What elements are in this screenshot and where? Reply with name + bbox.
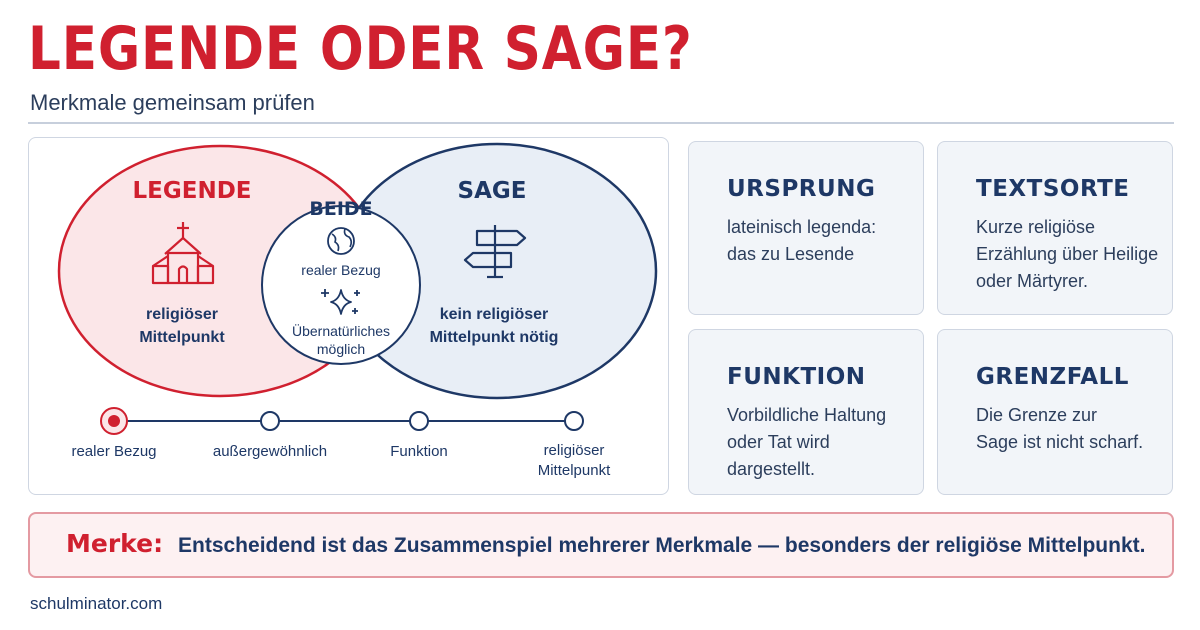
legende-text: religiöser Mittelpunkt <box>139 306 225 346</box>
scale-label: außergewöhnlich <box>212 443 328 460</box>
footer-site: schulminator.com <box>30 594 163 613</box>
merke-box: Merke: Entscheidend ist das Zusammenspie… <box>28 512 1174 578</box>
beide-circle <box>261 205 421 365</box>
legende-title: LEGENDE <box>132 178 252 204</box>
card-grenzfall: GRENZFALL Die Grenze zur Sage ist nicht … <box>937 329 1173 495</box>
sparkles-icon <box>321 289 360 315</box>
card-title: FUNKTION <box>727 364 866 390</box>
card-text: lateinisch legenda: das zu Lesende <box>727 217 877 264</box>
card-text: Die Grenze zur Sage ist nicht scharf. <box>976 405 1144 452</box>
venn-diagram <box>57 142 658 435</box>
page-title: LEGENDE ODER SAGE? <box>28 14 693 84</box>
card-textsorte: TEXTSORTE Kurze religiöse Erzählung über… <box>937 141 1173 315</box>
card-title: GRENZFALL <box>976 364 1129 390</box>
merke-label: Merke: <box>66 529 164 558</box>
merke-text: Entscheidend ist das Zusammenspiel mehre… <box>178 534 1146 557</box>
beide-text-2: Übernatürliches möglich <box>291 323 391 357</box>
card-ursprung: URSPRUNG lateinisch legenda: das zu Lese… <box>688 141 924 315</box>
scale-point-active <box>100 407 128 435</box>
venn-panel: LEGENDE religiöser Mittelpunkt BEIDE rea… <box>28 137 669 495</box>
scale-label: religiöser Mittelpunkt <box>537 442 611 479</box>
card-text: Vorbildliche Haltung oder Tat wird darge… <box>727 405 887 479</box>
beide-title: BEIDE <box>309 198 373 220</box>
card-text: Kurze religiöse Erzählung über Heilige o… <box>976 217 1159 291</box>
sage-title: SAGE <box>457 178 527 204</box>
card-funktion: FUNKTION Vorbildliche Haltung oder Tat w… <box>688 329 924 495</box>
church-icon <box>151 222 215 285</box>
card-title: TEXTSORTE <box>976 176 1130 202</box>
scale-point <box>260 411 280 431</box>
scale-point <box>564 411 584 431</box>
sage-text: kein religiöser Mittelpunkt nötig <box>429 306 559 346</box>
signpost-icon <box>463 225 527 279</box>
scale-point <box>409 411 429 431</box>
scale-label: Funktion <box>390 443 448 460</box>
page-subtitle: Merkmale gemeinsam prüfen <box>30 90 315 115</box>
beide-text-1: realer Bezug <box>301 262 381 278</box>
scale-label: realer Bezug <box>71 443 157 460</box>
header-divider <box>28 122 1174 124</box>
card-title: URSPRUNG <box>727 176 876 202</box>
globe-icon <box>327 227 355 255</box>
